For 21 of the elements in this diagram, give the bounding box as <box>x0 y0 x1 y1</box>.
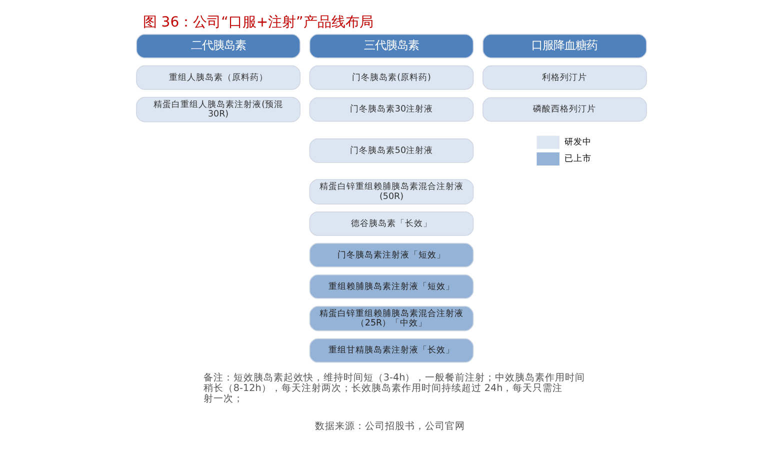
node-box: 精蛋白重组人胰岛素注射液(预混 30R) <box>136 96 300 122</box>
node-box: 德谷胰岛素「长效」 <box>308 211 474 236</box>
legend-label: 研发中 <box>564 138 592 148</box>
node-box: 磷酸西格列汀片 <box>482 97 646 122</box>
label: 数据来源：公司招股书，公司官网 <box>314 421 464 432</box>
node-box: 门冬胰岛素30注射液 <box>308 97 474 122</box>
legend-label: 已上市 <box>564 154 592 164</box>
node-box: 精蛋白锌重组赖脯胰岛素混合注射液(50R) <box>308 179 474 204</box>
node-box: 利格列汀片 <box>482 65 646 90</box>
node-box: 口服降血糖药 <box>482 34 646 58</box>
node-box: 精蛋白锌重组赖脯胰岛素混合注射液（25R）「中效」 <box>308 306 474 332</box>
label: 备注：短效胰岛素起效快，维持时间短（3-4h），一般餐前注射；中效胰岛素作用时间稍长（8-12h），每天注射两次；长效胰岛素作用时间持续超过 24h，每天只需注射一次； <box>202 372 585 405</box>
node-box: 重组人胰岛素（原料药） <box>136 65 300 90</box>
node-box: 门冬胰岛素(原料药) <box>308 65 474 90</box>
node-box: 门冬胰岛素注射液「短效」 <box>308 242 474 268</box>
node-box: 三代胰岛素 <box>308 34 474 58</box>
node-box: 二代胰岛素 <box>136 34 300 58</box>
node-box: 重组甘精胰岛素注射液「长效」 <box>308 338 474 363</box>
node-box: 门冬胰岛素50注射液 <box>308 138 474 163</box>
node-box: 重组赖脯胰岛素注射液「短效」 <box>308 274 474 299</box>
diagram-title: 图 36：公司“口服+注射”产品线布局 <box>142 14 373 30</box>
